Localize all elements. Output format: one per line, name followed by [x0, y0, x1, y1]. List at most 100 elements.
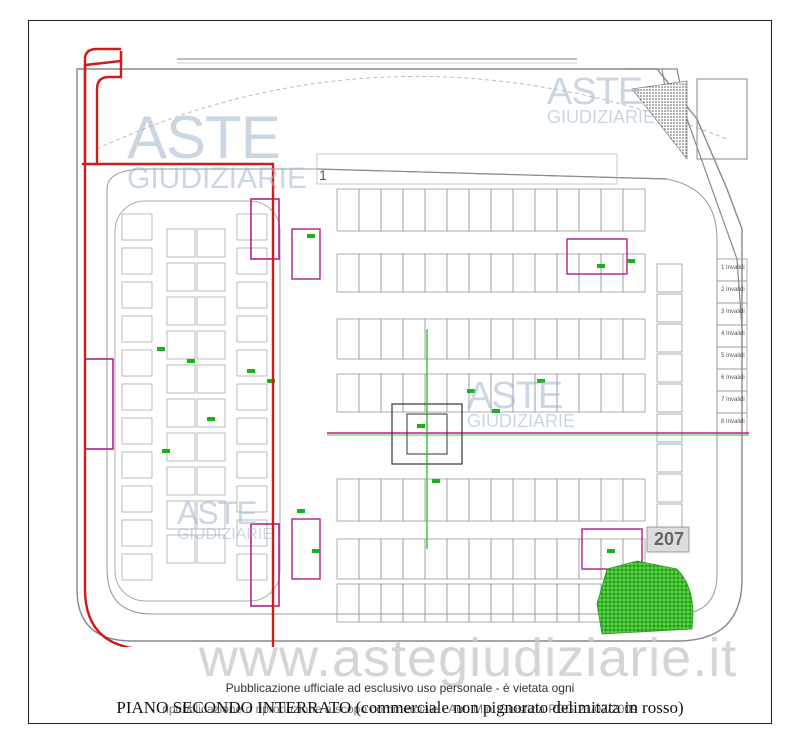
watermark-top-right: ASTE GIUDIZIARIE — [547, 71, 656, 128]
parking-stall — [166, 228, 196, 258]
parking-stall — [196, 432, 226, 462]
publication-notice-overlay: ripubblicazione o riproduzione a scopo c… — [162, 702, 638, 716]
sector-label: 1 — [319, 167, 327, 183]
parking-stall — [196, 330, 226, 360]
invalid-parking-label: 7 Invalidi — [721, 397, 745, 403]
parking-stall — [578, 188, 602, 232]
parking-stall — [358, 318, 382, 360]
parking-stall — [402, 318, 426, 360]
parking-stall — [196, 262, 226, 292]
parking-stall — [622, 188, 646, 232]
parking-stall — [656, 293, 683, 323]
parking-stall — [121, 383, 153, 411]
parking-stall — [446, 318, 470, 360]
watermark-brand: ASTE — [547, 71, 643, 113]
parking-stall — [380, 538, 404, 580]
fixture-marker — [627, 259, 635, 263]
parking-stall — [534, 538, 558, 580]
parking-stall — [490, 318, 514, 360]
parking-stall — [196, 466, 226, 496]
parking-stall — [358, 253, 382, 293]
parking-stall — [336, 538, 360, 580]
parking-stall — [446, 478, 470, 522]
parking-stall — [534, 253, 558, 293]
parking-stall — [196, 500, 226, 530]
publication-notice: Pubblicazione ufficiale ad esclusivo uso… — [225, 681, 575, 695]
parking-stall — [236, 383, 268, 411]
parking-stall — [402, 188, 426, 232]
parking-stall — [622, 478, 646, 522]
watermark-center: ASTE GIUDIZIARIE — [467, 375, 576, 432]
watermark-brand-sub: GIUDIZIARIE — [467, 411, 576, 432]
parking-stall — [166, 364, 196, 394]
fixture-marker — [537, 379, 545, 383]
parking-stall — [196, 398, 226, 428]
parking-stall — [656, 323, 683, 353]
parking-stall — [336, 253, 360, 293]
fixture-marker — [297, 509, 305, 513]
parking-stall — [424, 373, 448, 413]
parking-stall — [512, 253, 536, 293]
watermark-brand-sub: GIUDIZIARIE — [547, 107, 656, 128]
parking-stall — [236, 281, 268, 309]
fixture-marker — [492, 409, 500, 413]
parking-stall — [468, 538, 492, 580]
parking-stall — [556, 583, 580, 623]
parking-stall — [622, 318, 646, 360]
parking-stall — [336, 188, 360, 232]
parking-stall — [196, 296, 226, 326]
parking-stall — [468, 188, 492, 232]
parking-stall — [236, 349, 268, 377]
parking-stall — [490, 583, 514, 623]
parking-stall — [402, 538, 426, 580]
fixture-marker — [207, 417, 215, 421]
lot-number: 207 — [654, 529, 685, 549]
parking-stall — [236, 553, 268, 581]
parking-stall — [121, 417, 153, 445]
parking-stall — [512, 583, 536, 623]
parking-stall — [380, 478, 404, 522]
parking-stall — [166, 330, 196, 360]
parking-stall — [578, 373, 602, 413]
parking-stall — [358, 538, 382, 580]
parking-stall — [336, 583, 360, 623]
parking-stall — [468, 253, 492, 293]
parking-stall — [166, 534, 196, 564]
fixture-marker — [307, 234, 315, 238]
parking-stall — [236, 417, 268, 445]
parking-stall — [468, 583, 492, 623]
invalid-parking-label: 2 Invalidi — [721, 287, 745, 293]
parking-stall — [446, 538, 470, 580]
parking-stall — [534, 583, 558, 623]
parking-stall — [512, 478, 536, 522]
parking-stall — [166, 296, 196, 326]
watermark-brand: ASTE — [127, 104, 281, 171]
parking-stall — [121, 485, 153, 513]
parking-stall — [490, 188, 514, 232]
parking-stall — [556, 478, 580, 522]
parking-stall — [121, 553, 153, 581]
parking-stall — [534, 188, 558, 232]
fixture-marker — [267, 379, 275, 383]
floor-plan-drawing — [76, 47, 749, 647]
watermark-brand: ASTE — [467, 375, 563, 417]
parking-stall — [490, 253, 514, 293]
parking-stall — [556, 538, 580, 580]
parking-stall — [600, 188, 624, 232]
watermark-bottom-left: ASTE GIUDIZIARIE — [177, 497, 273, 542]
parking-stall — [336, 318, 360, 360]
parking-stall — [380, 188, 404, 232]
parking-stall — [490, 478, 514, 522]
parking-stall — [656, 413, 683, 443]
parking-stall — [512, 188, 536, 232]
fixture-marker — [597, 264, 605, 268]
invalid-parking-label: 5 Invalidi — [721, 353, 745, 359]
parking-stall — [534, 478, 558, 522]
parking-stall — [600, 373, 624, 413]
fixture-marker — [607, 549, 615, 553]
parking-stall — [556, 253, 580, 293]
parking-stall — [236, 451, 268, 479]
parking-stall — [578, 253, 602, 293]
parking-stall — [166, 398, 196, 428]
